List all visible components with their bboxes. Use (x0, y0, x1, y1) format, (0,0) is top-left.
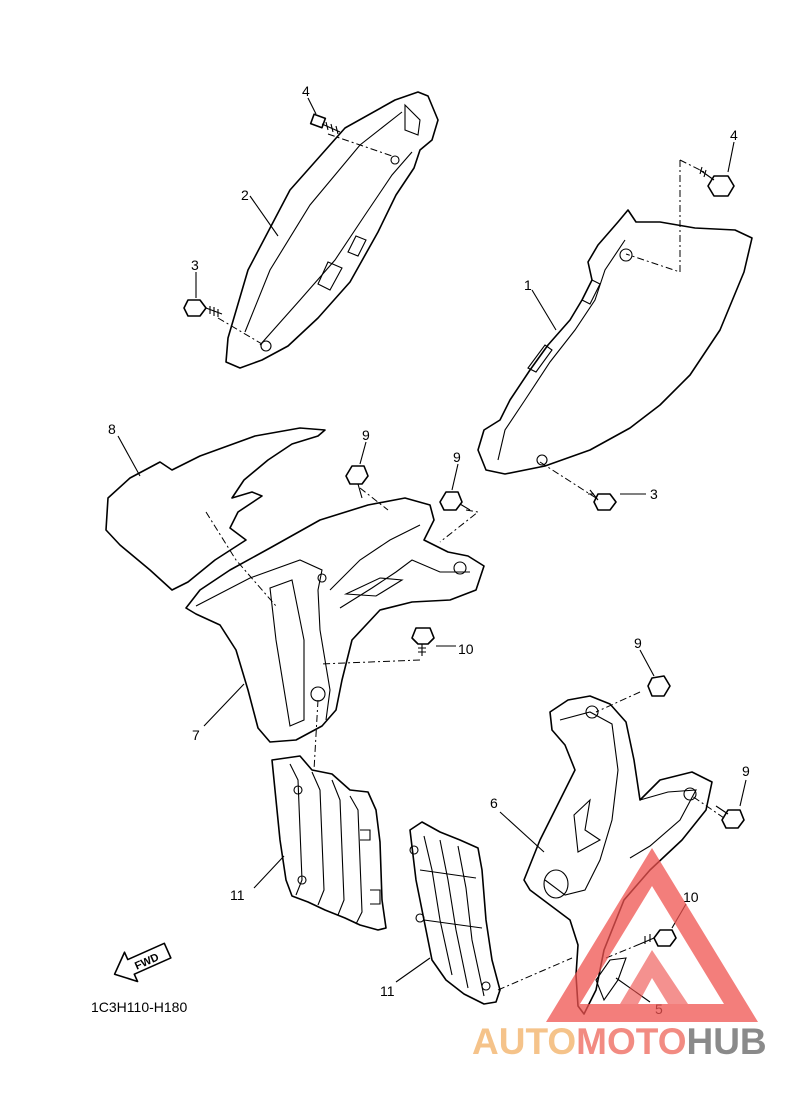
callout-9c: 9 (634, 635, 642, 651)
watermark-text: AUTOMOTOHUB (472, 1021, 767, 1062)
callout-1: 1 (524, 277, 532, 293)
bolt-10b (639, 929, 677, 947)
callout-4a: 4 (302, 83, 310, 99)
diagram-code: 1C3H110-H180 (91, 999, 187, 1015)
bolt-9a (345, 465, 369, 499)
watermark-moto: MOTO (576, 1021, 686, 1062)
callout-7: 7 (192, 727, 200, 743)
callout-6: 6 (490, 795, 498, 811)
callout-10a: 10 (458, 641, 474, 657)
bolt-4b (699, 166, 735, 197)
callout-4b: 4 (730, 127, 738, 143)
bolt-3b (588, 489, 617, 511)
bolt-9c (647, 675, 671, 697)
bolt-4a (309, 113, 341, 135)
callout-9a: 9 (362, 427, 370, 443)
side-cover-left (225, 91, 439, 369)
fwd-arrow: FWD (113, 942, 172, 983)
side-cover-right (477, 209, 753, 475)
callout-3a: 3 (191, 257, 199, 273)
assembly-lines (205, 133, 725, 991)
watermark-hub: HUB (686, 1021, 766, 1062)
radiator-cover-right (523, 695, 713, 1015)
callout-3b: 3 (650, 486, 658, 502)
watermark-logo-icon (546, 848, 758, 1022)
bolt-3a (183, 299, 223, 317)
callout-9b: 9 (453, 449, 461, 465)
radiator-louver-right (409, 821, 501, 1005)
callout-10b: 10 (683, 889, 699, 905)
bolt-10a (411, 627, 435, 656)
watermark-auto: AUTO (472, 1021, 576, 1062)
radiator-cover-left (185, 497, 485, 743)
callout-11b: 11 (380, 983, 395, 999)
bolt-9d (715, 805, 745, 829)
bolt-9b (439, 491, 471, 511)
callout-9d: 9 (742, 763, 750, 779)
radiator-louver-left (271, 755, 387, 931)
callout-2: 2 (241, 187, 249, 203)
callout-11a: 11 (230, 887, 245, 903)
graphic-decal (105, 427, 326, 591)
callout-8: 8 (108, 421, 116, 437)
